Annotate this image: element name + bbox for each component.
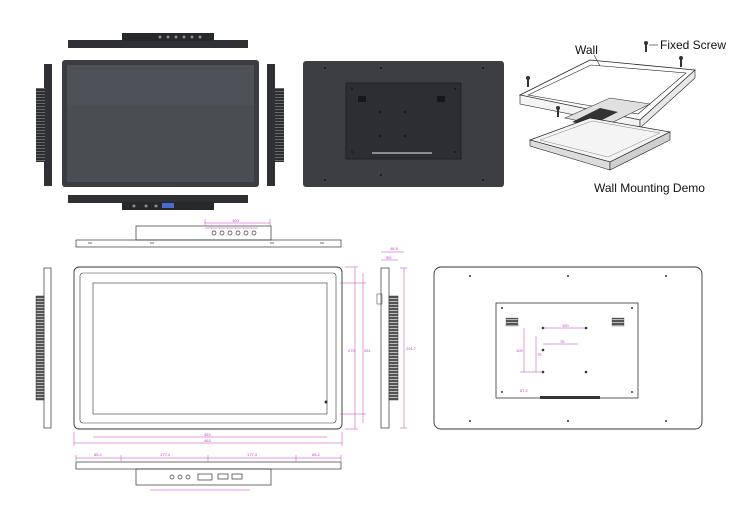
drawing-bottom-edge (75, 461, 342, 486)
right-side-view (267, 64, 284, 186)
side-height-label: 291.7 (406, 346, 417, 351)
wall-label: Wall (575, 43, 598, 57)
bottom-right-label: 65.2 (312, 452, 321, 457)
front-inner-width-label: 453 (204, 432, 211, 437)
back-vesa-width-label: 100 (562, 323, 569, 328)
drawing-back (433, 266, 703, 430)
top-edge-view (68, 33, 248, 48)
bottom-mid2-label: 177.4 (247, 452, 258, 457)
left-side-view (36, 64, 52, 186)
drawing-right-side (376, 267, 399, 429)
back-vesa-height2-label: 75 (537, 352, 542, 357)
front-height-label: 270 (348, 348, 355, 353)
front-inner-height-label: 281 (364, 348, 371, 353)
back-panel-photo (303, 61, 504, 187)
top-edge-dimensions (204, 219, 271, 229)
drawing-top-edge (75, 225, 342, 248)
side-depth-small-label: Φ5 (386, 255, 392, 260)
side-dimensions (381, 251, 407, 429)
wall-mounting-demo-label: Wall Mounting Demo (594, 181, 705, 195)
photo-front-group (36, 33, 284, 210)
front-width-label: 463 (204, 438, 211, 443)
side-depth-top-label: 48.5 (390, 246, 399, 251)
fixed-screw-label: Fixed Screw (660, 38, 726, 52)
front-dimensions (73, 266, 366, 446)
back-vesa-width2-label: 75 (560, 339, 565, 344)
wall-leader-line (593, 54, 601, 67)
bottom-mid1-label: 177.4 (160, 452, 171, 457)
bottom-left-label: 65.2 (94, 452, 103, 457)
back-dimensions (520, 327, 586, 373)
back-vesa-height-label: 100 (516, 348, 523, 353)
top-port-span-label: 100 (232, 218, 239, 223)
bottom-edge-view (68, 195, 248, 210)
drawing-left-side (35, 267, 52, 429)
drawing-front (73, 266, 343, 430)
wall-mounting-demo: Wall Fixed Screw Wall Mounting Demo (518, 38, 726, 195)
back-small-label: 57.2 (520, 388, 529, 393)
bottom-edge-dimensions (75, 455, 342, 491)
front-panel-photo (62, 60, 259, 187)
